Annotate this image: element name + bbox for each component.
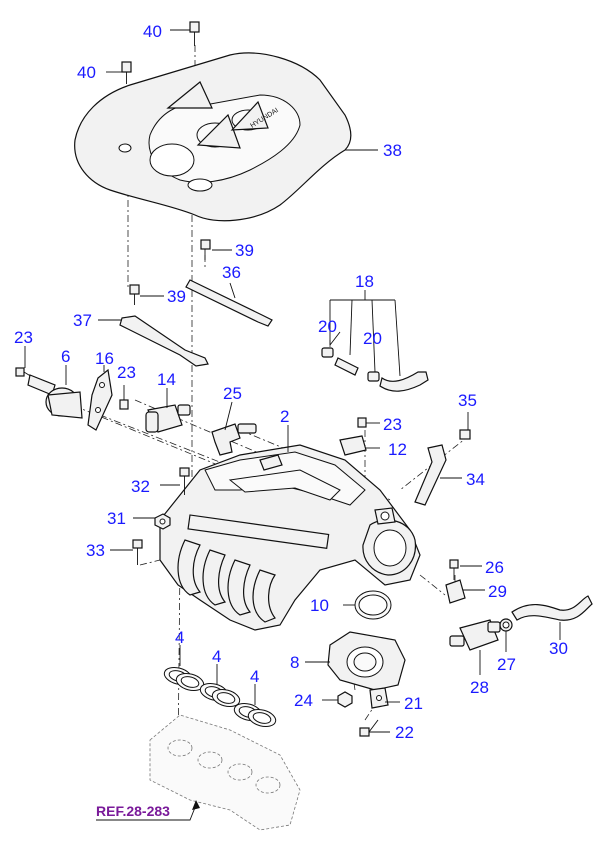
lower-manifold-reference — [96, 714, 301, 831]
callout-23-left: 23 — [14, 328, 33, 347]
callout-4-c: 4 — [250, 667, 259, 686]
callout-28: 28 — [470, 678, 489, 697]
callout-6: 6 — [61, 347, 70, 366]
gasket-4a — [163, 645, 205, 692]
callout-31: 31 — [107, 509, 126, 528]
intake-manifold — [159, 425, 421, 631]
callout-4-b: 4 — [212, 647, 221, 666]
gasket-4c — [233, 684, 277, 728]
valve-28 — [449, 619, 501, 675]
nut-31 — [133, 513, 171, 530]
gasket-set-4 — [163, 645, 277, 728]
map-sensor-12 — [339, 417, 380, 456]
clamp-27 — [499, 618, 513, 652]
callout-32: 32 — [131, 477, 150, 496]
callout-4-a: 4 — [175, 628, 184, 647]
bolt-32 — [160, 467, 190, 495]
callout-30: 30 — [549, 639, 568, 658]
callout-2: 2 — [280, 407, 289, 426]
callout-39-upper: 39 — [235, 241, 254, 260]
bracket-29 — [445, 579, 485, 604]
callout-33: 33 — [86, 541, 105, 560]
callout-21: 21 — [404, 694, 423, 713]
callout-23-mid: 23 — [117, 363, 136, 382]
callout-25: 25 — [223, 384, 242, 403]
hose-assembly-18 — [321, 290, 429, 392]
nut-24 — [322, 691, 353, 708]
bolt-22 — [359, 719, 390, 737]
callout-18: 18 — [355, 272, 374, 291]
callout-26: 26 — [485, 558, 504, 577]
fitting-25 — [211, 401, 257, 456]
bracket-34 — [414, 412, 471, 506]
callout-16: 16 — [95, 349, 114, 368]
hose-30 — [511, 595, 593, 640]
bracket-37 — [98, 284, 209, 367]
callout-29: 29 — [488, 582, 507, 601]
callout-14: 14 — [157, 370, 176, 389]
callout-40-top: 40 — [143, 22, 162, 41]
bolt-33 — [110, 539, 143, 565]
bracket-21 — [369, 687, 400, 709]
callout-39-lower: 39 — [167, 287, 186, 306]
callout-40-left: 40 — [77, 63, 96, 82]
bolt-40-upper — [170, 21, 200, 46]
callout-38: 38 — [383, 141, 402, 160]
callout-12: 12 — [388, 440, 407, 459]
callout-37: 37 — [73, 311, 92, 330]
callout-20-left: 20 — [318, 317, 337, 336]
bracket-16 — [87, 365, 113, 431]
actuator-6 — [15, 346, 83, 419]
callout-23-right: 23 — [383, 415, 402, 434]
callout-27: 27 — [497, 655, 516, 674]
callout-35: 35 — [458, 391, 477, 410]
callout-34: 34 — [466, 470, 485, 489]
gasket-4b — [199, 664, 241, 708]
bolt-40-lower — [106, 61, 132, 84]
callout-10: 10 — [310, 596, 329, 615]
callout-24: 24 — [294, 691, 313, 710]
callout-8: 8 — [290, 653, 299, 672]
engine-cover: HYUNDAI — [74, 52, 378, 222]
throttle-body-8 — [305, 631, 406, 691]
bracket-36 — [185, 239, 273, 327]
reference-label[interactable]: REF.28-283 — [96, 803, 170, 819]
callout-20-right: 20 — [363, 329, 382, 348]
callout-36: 36 — [222, 263, 241, 282]
gasket-10 — [343, 590, 392, 620]
solenoid-14 — [119, 385, 191, 433]
bolt-26 — [449, 559, 482, 580]
callout-labels: 40 40 38 39 36 39 37 18 20 20 23 6 16 23… — [14, 22, 568, 819]
callout-22: 22 — [395, 723, 414, 742]
